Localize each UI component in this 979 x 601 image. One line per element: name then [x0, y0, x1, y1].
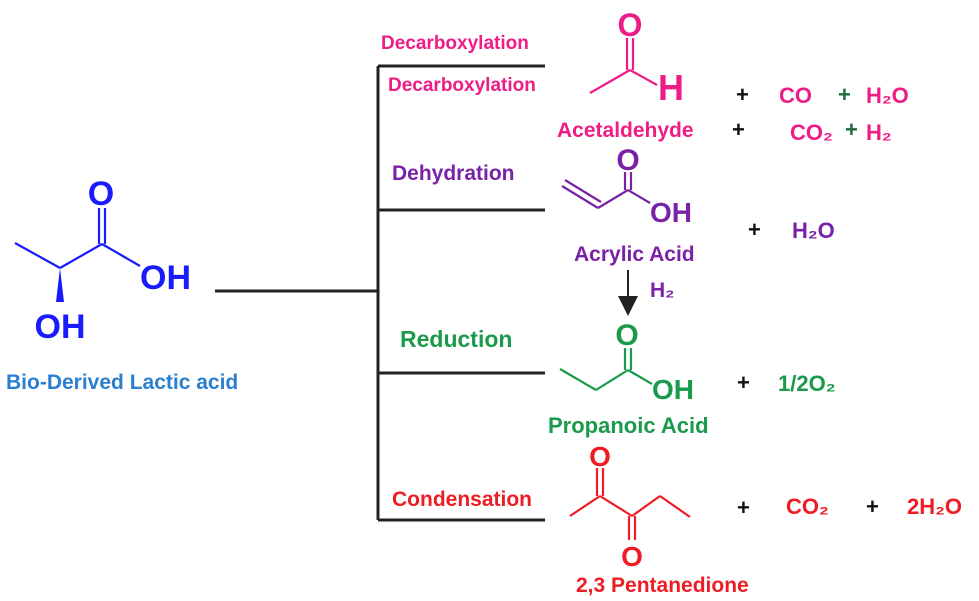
acetaldehyde-co2: CO₂ — [790, 120, 833, 145]
acetaldehyde-h2o: H₂O — [866, 83, 909, 108]
lactic-acid-structure: O OH OH — [14, 175, 191, 346]
lactic-oh-acid-atom: OH — [140, 259, 191, 297]
acetaldehyde-plus-2: + — [838, 82, 851, 107]
acetaldehyde-o-atom: O — [618, 7, 643, 43]
acrylic-o-atom: O — [616, 144, 639, 177]
lactic-oh-alpha-atom: OH — [35, 308, 86, 346]
acrylic-acid-label: Acrylic Acid — [574, 243, 695, 266]
pentanedione-h2o: 2H₂O — [907, 494, 962, 519]
propanoic-acid-structure: O OH — [559, 319, 694, 405]
acetaldehyde-plus-4: + — [845, 117, 858, 142]
propanoic-oh-atom: OH — [652, 374, 694, 405]
propanoic-o2: 1/2O₂ — [778, 371, 835, 396]
pathway-decarboxylation-top: Decarboxylation — [381, 33, 529, 54]
propanoic-o-atom: O — [615, 319, 638, 352]
pathway-condensation: Condensation — [392, 488, 532, 511]
pentanedione-o1-atom: O — [589, 441, 611, 472]
acrylic-plus: + — [748, 217, 761, 242]
acetaldehyde-h-atom: H — [658, 67, 684, 108]
pentanedione-label: 2,3 Pentanedione — [576, 574, 749, 597]
acetaldehyde-structure: O H — [589, 7, 684, 108]
pentanedione-plus-1: + — [737, 495, 750, 520]
pentanedione-structure: O O — [569, 441, 691, 572]
acetaldehyde-label: Acetaldehyde — [557, 119, 694, 142]
acetaldehyde-co: CO — [779, 83, 812, 108]
pathway-dehydration: Dehydration — [392, 162, 515, 185]
acetaldehyde-h2: H₂ — [866, 120, 892, 145]
pentanedione-co2: CO₂ — [786, 494, 829, 519]
acetaldehyde-plus-1: + — [736, 82, 749, 107]
pathway-reduction: Reduction — [400, 326, 512, 352]
acetaldehyde-plus-3: + — [732, 117, 745, 142]
pathway-decarboxylation: Decarboxylation — [388, 75, 536, 96]
lactic-o-atom: O — [88, 175, 114, 213]
reduction-arrow-label: H₂ — [650, 279, 675, 302]
pentanedione-o2-atom: O — [621, 541, 643, 572]
pentanedione-plus-2: + — [866, 494, 879, 519]
propanoic-acid-label: Propanoic Acid — [548, 413, 709, 438]
propanoic-plus: + — [737, 370, 750, 395]
acrylic-oh-atom: OH — [650, 197, 692, 228]
wedge-bond — [56, 268, 64, 302]
acrylic-h2o: H₂O — [792, 218, 835, 243]
lactic-acid-label: Bio-Derived Lactic acid — [6, 371, 238, 394]
acrylic-acid-structure: O OH — [561, 144, 692, 228]
branch-lines — [215, 64, 545, 522]
